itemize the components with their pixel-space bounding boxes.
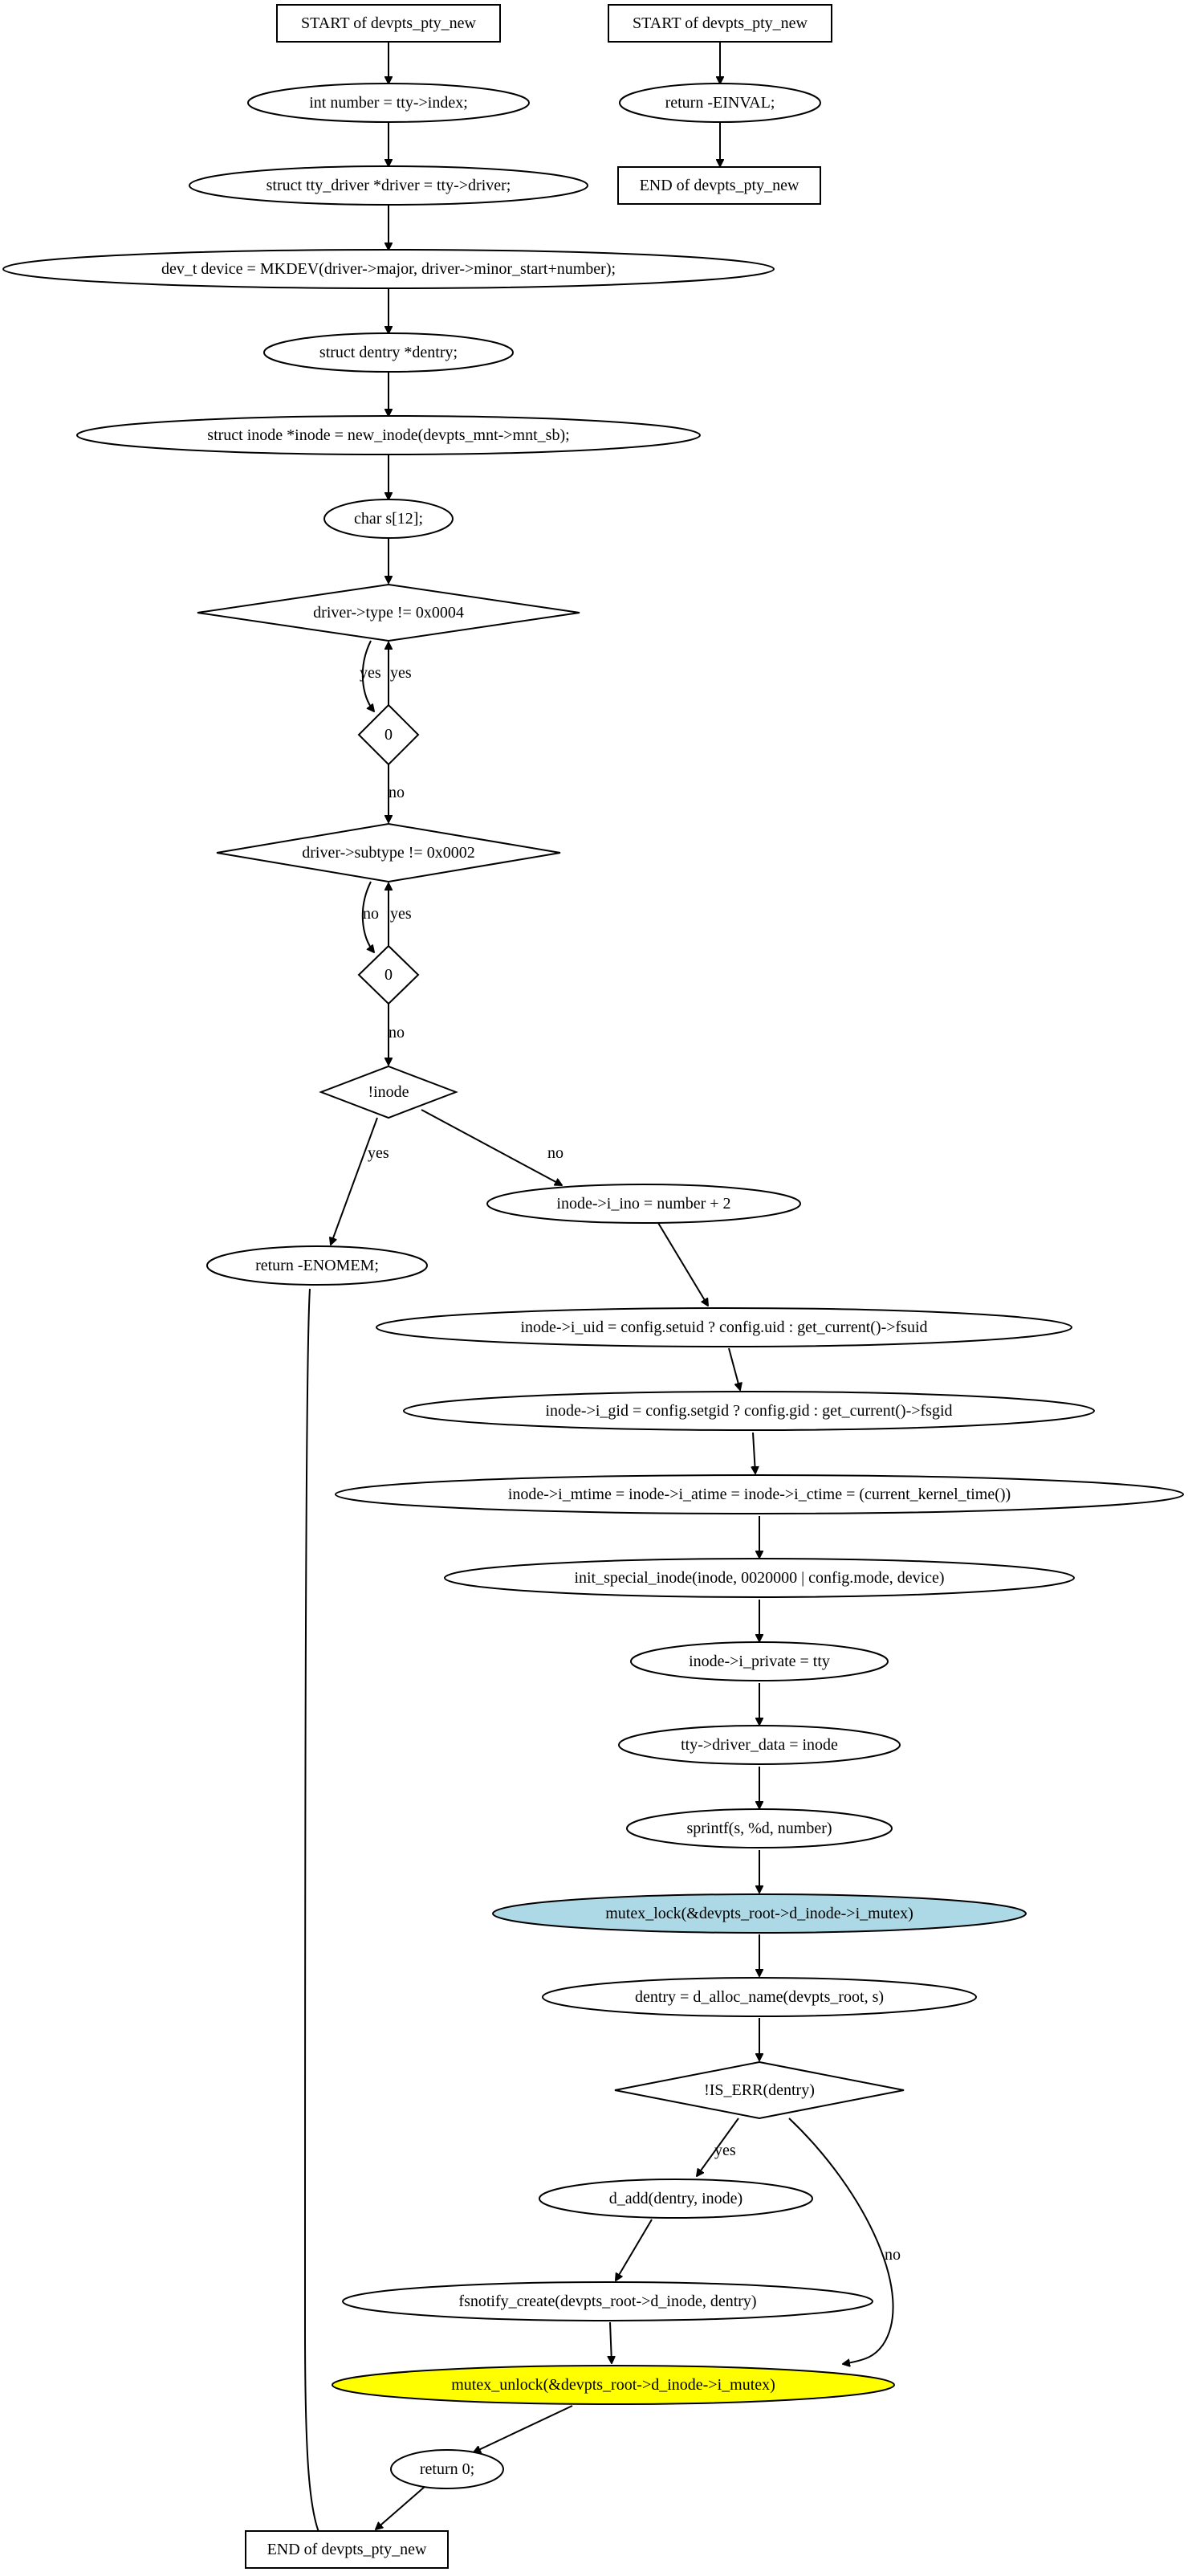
statement-node: dentry = d_alloc_name(devpts_root, s) bbox=[542, 1977, 977, 2017]
node-label: mutex_unlock(&devpts_root->d_inode->i_mu… bbox=[451, 2376, 775, 2394]
statement-node: inode->i_uid = config.setuid ? config.ui… bbox=[376, 1307, 1072, 1347]
statement-node: dev_t device = MKDEV(driver->major, driv… bbox=[2, 249, 775, 289]
statement-node: fsnotify_create(devpts_root->d_inode, de… bbox=[342, 2281, 873, 2321]
edge-label: yes bbox=[714, 2142, 736, 2159]
statement-node: sprintf(s, %d, number) bbox=[626, 1808, 893, 1848]
node-label: 0 bbox=[384, 966, 393, 984]
statement-node: struct tty_driver *driver = tty->driver; bbox=[189, 165, 588, 206]
node-label: mutex_lock(&devpts_root->d_inode->i_mute… bbox=[605, 1905, 913, 1922]
node-label: inode->i_ino = number + 2 bbox=[556, 1195, 730, 1213]
node-label: char s[12]; bbox=[354, 510, 423, 528]
statement-node: inode->i_gid = config.setgid ? config.gi… bbox=[403, 1391, 1095, 1431]
decision-node: driver->type != 0x0004 bbox=[197, 583, 580, 642]
end-node: END of devpts_pty_new bbox=[245, 2530, 449, 2569]
node-label: driver->subtype != 0x0002 bbox=[302, 844, 474, 862]
edge-labels: yes yes no no yes no yes no yes no bbox=[360, 664, 901, 2264]
statement-node: inode->i_ino = number + 2 bbox=[486, 1184, 801, 1224]
node-label: sprintf(s, %d, number) bbox=[686, 1820, 832, 1837]
node-label: 0 bbox=[384, 726, 393, 744]
edge-label: yes bbox=[360, 664, 381, 682]
node-label: driver->type != 0x0004 bbox=[313, 604, 464, 622]
end-node-alt: END of devpts_pty_new bbox=[617, 166, 821, 205]
node-label: d_add(dentry, inode) bbox=[609, 2190, 742, 2207]
edge-label: yes bbox=[390, 664, 412, 682]
edge-ret0-to-end bbox=[376, 2485, 426, 2529]
nodes: START of devpts_pty_new START of devpts_… bbox=[2, 4, 1184, 2569]
return-einval-node: return -EINVAL; bbox=[619, 83, 821, 123]
statement-node-highlighted: mutex_lock(&devpts_root->d_inode->i_mute… bbox=[492, 1893, 1027, 1934]
edge-label: yes bbox=[368, 1144, 389, 1162]
edge-fsnotify-to-unlock bbox=[610, 2321, 612, 2363]
statement-node-highlighted: mutex_unlock(&devpts_root->d_inode->i_mu… bbox=[332, 2365, 895, 2405]
node-label: !IS_ERR(dentry) bbox=[704, 2081, 815, 2099]
node-label: START of devpts_pty_new bbox=[633, 14, 808, 32]
start-node-alt: START of devpts_pty_new bbox=[608, 4, 832, 43]
node-label: struct inode *inode = new_inode(devpts_m… bbox=[207, 426, 569, 444]
edge-label: no bbox=[389, 1024, 405, 1041]
statement-node: struct dentry *dentry; bbox=[263, 332, 514, 373]
node-label: !inode bbox=[368, 1083, 409, 1101]
edge-iserr-no-to-unlock bbox=[788, 2117, 894, 2364]
statement-node: d_add(dentry, inode) bbox=[539, 2179, 813, 2219]
node-label: dentry = d_alloc_name(devpts_root, s) bbox=[635, 1988, 884, 2006]
edge-ino-to-uid bbox=[657, 1222, 708, 1306]
statement-node: int number = tty->index; bbox=[247, 83, 530, 123]
edge-unlock-to-ret0 bbox=[474, 2405, 573, 2452]
edge-label: yes bbox=[390, 905, 412, 923]
node-label: init_special_inode(inode, 0020000 | conf… bbox=[574, 1569, 944, 1587]
decision-node: !inode bbox=[319, 1065, 458, 1119]
node-label: inode->i_uid = config.setuid ? config.ui… bbox=[520, 1319, 927, 1336]
node-label: return -EINVAL; bbox=[665, 94, 775, 112]
edge-label: no bbox=[547, 1144, 563, 1162]
node-label: dev_t device = MKDEV(driver->major, driv… bbox=[161, 260, 616, 278]
node-label: int number = tty->index; bbox=[309, 94, 468, 112]
edge-dadd-to-fsnotify bbox=[616, 2219, 653, 2280]
node-label: fsnotify_create(devpts_root->d_inode, de… bbox=[458, 2293, 756, 2310]
edge-label: no bbox=[363, 905, 379, 923]
node-label: START of devpts_pty_new bbox=[301, 14, 476, 32]
decision-node: 0 bbox=[357, 944, 420, 1005]
node-label: END of devpts_pty_new bbox=[640, 177, 799, 194]
statement-node: tty->driver_data = inode bbox=[618, 1725, 901, 1765]
edges bbox=[303, 42, 894, 2543]
edge-type-yes-to-zero1 bbox=[361, 640, 374, 711]
return-node: return -ENOMEM; bbox=[206, 1245, 428, 1286]
node-label: tty->driver_data = inode bbox=[681, 1736, 838, 1754]
edge-uid-to-gid bbox=[728, 1347, 740, 1390]
decision-node: !IS_ERR(dentry) bbox=[614, 2060, 905, 2120]
statement-node: char s[12]; bbox=[323, 499, 454, 539]
edge-enomem-to-end bbox=[303, 1288, 324, 2543]
edge-label: no bbox=[885, 2246, 901, 2264]
edge-subtype-no-to-zero2 bbox=[361, 881, 374, 952]
return-node: return 0; bbox=[390, 2449, 504, 2489]
node-label: inode->i_gid = config.setgid ? config.gi… bbox=[545, 1402, 952, 1420]
statement-node: inode->i_mtime = inode->i_atime = inode-… bbox=[335, 1474, 1184, 1514]
decision-node: driver->subtype != 0x0002 bbox=[216, 822, 561, 883]
node-label: inode->i_mtime = inode->i_atime = inode-… bbox=[508, 1486, 1011, 1503]
statement-node: inode->i_private = tty bbox=[630, 1641, 889, 1681]
statement-node: struct inode *inode = new_inode(devpts_m… bbox=[76, 415, 701, 455]
start-node: START of devpts_pty_new bbox=[276, 4, 501, 43]
node-label: struct tty_driver *driver = tty->driver; bbox=[266, 177, 511, 194]
node-label: inode->i_private = tty bbox=[689, 1653, 830, 1670]
decision-node: 0 bbox=[357, 703, 420, 766]
node-label: return -ENOMEM; bbox=[255, 1257, 379, 1274]
edge-label: no bbox=[389, 784, 405, 801]
node-label: END of devpts_pty_new bbox=[267, 2541, 427, 2558]
edge-gid-to-times bbox=[753, 1432, 755, 1473]
node-label: struct dentry *dentry; bbox=[319, 344, 458, 361]
edge-inode-no-to-ino bbox=[421, 1109, 562, 1185]
edge-iserr-yes-to-dadd bbox=[697, 2117, 739, 2176]
edge-inode-yes-to-enomem bbox=[331, 1117, 378, 1245]
node-label: return 0; bbox=[420, 2460, 474, 2478]
statement-node: init_special_inode(inode, 0020000 | conf… bbox=[444, 1558, 1075, 1598]
